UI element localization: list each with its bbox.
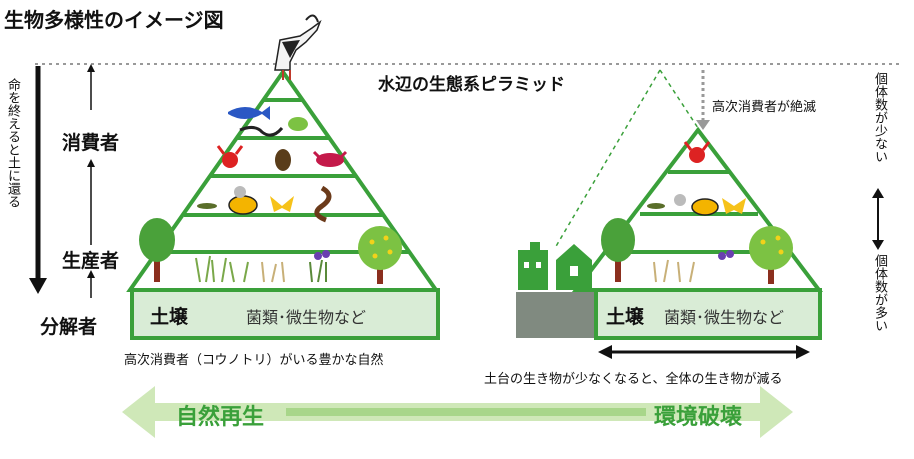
iris-icon [314,250,330,260]
page-title: 生物多様性のイメージ図 [4,8,224,32]
tree-icon-right [358,226,402,284]
extinct-note: 高次消費者が絶滅 [712,100,817,115]
return-to-soil-note: 命を終えると土に還る [5,78,20,208]
consumers-label: 消費者 [62,132,120,154]
left-caption: 高次消費者（コウノトリ）がいる豊かな自然 [124,353,384,368]
crayfish-icon [683,141,711,163]
grass-icon [653,259,695,283]
right-soil-text: 菌類･微生物など [664,308,785,327]
crab-icon [312,150,348,167]
bee-icon [228,195,258,215]
left-pyramid [126,14,440,340]
tree-icon-right [749,226,793,284]
left-soil-box [130,288,440,340]
right-caption: 土台の生き物が少なくなると、全体の生き物が減る [484,372,783,387]
iris-icon [718,250,734,260]
few-individuals-label: 個体数が少ない [872,72,887,163]
caterpillar-icon [197,203,217,209]
left-soil-text: 菌類･微生物など [246,308,367,327]
stork-icon [274,14,322,80]
environmental-destruction-label: 環境破壊 [654,405,743,430]
left-axis [29,64,95,298]
nature-restoration-label: 自然再生 [176,405,265,430]
bee-icon [691,198,719,216]
pyramid-subtitle: 水辺の生態系ピラミッド [378,75,565,95]
frog-icon [288,117,308,131]
caterpillar-icon [647,203,665,209]
butterfly-icon [270,196,294,212]
gray-ground [516,292,594,338]
buildings-icon [518,242,592,290]
fish-icon [228,106,270,120]
right-axis [872,188,884,250]
right-soil-box [594,288,822,340]
cicada-icon [674,194,686,206]
bottom-arrow [122,386,793,438]
tree-icon-left [601,218,635,282]
tree-icon-left [139,218,175,282]
producers-label: 生産者 [62,250,120,272]
right-pyramid [516,69,824,359]
beetle-icon [275,149,291,171]
snake-icon [239,125,284,137]
cicada-icon [234,186,246,198]
decomposers-label: 分解者 [40,316,98,338]
many-individuals-label: 個体数が多い [872,254,887,332]
butterfly-icon [722,198,746,214]
centipede-icon [314,185,332,223]
left-soil-title: 土壌 [150,306,189,328]
grass-icon [195,255,327,283]
right-soil-title: 土壌 [606,306,645,328]
crayfish-icon [216,145,244,168]
